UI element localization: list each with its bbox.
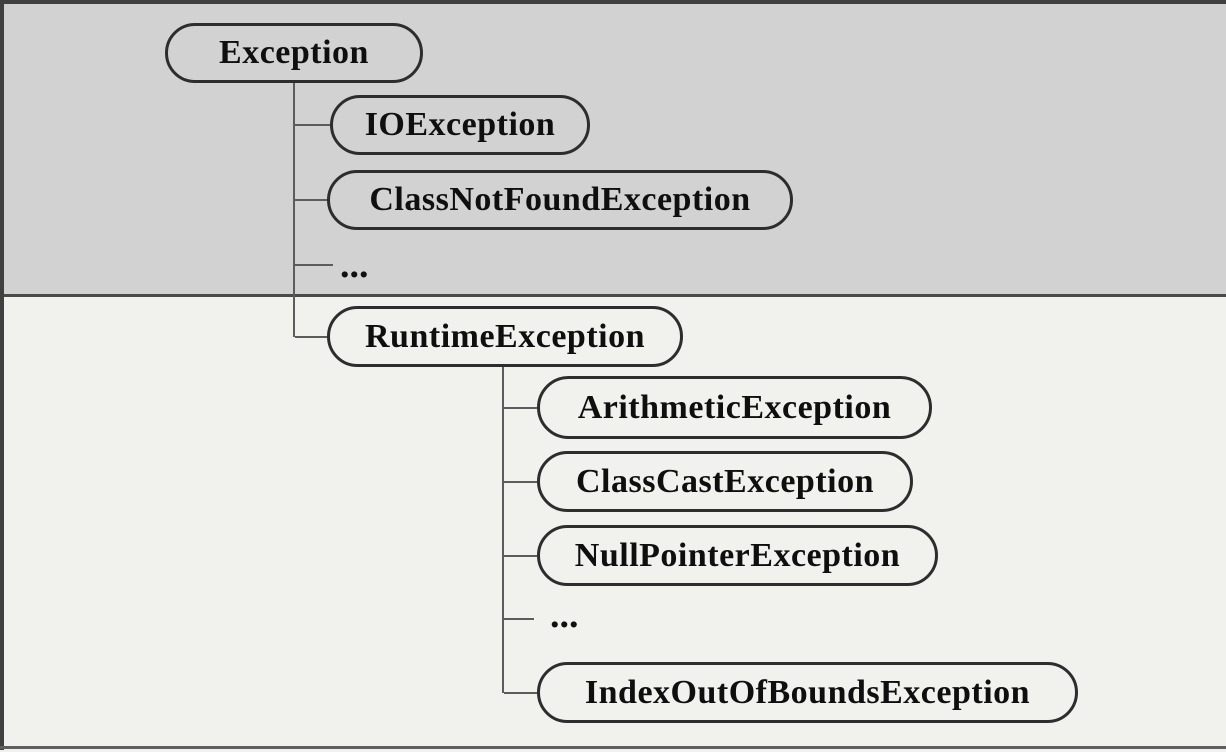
connector-ellipsis-runtime (504, 618, 534, 620)
unchecked-exceptions-section (0, 297, 1226, 752)
node-class-cast-exception: ClassCastException (537, 451, 913, 512)
frame-top-border (0, 0, 1226, 4)
connector-arithmetic-exception (504, 407, 537, 409)
connector-index-out-of-bounds-exception (504, 692, 537, 694)
node-null-pointer-exception: NullPointerException (537, 525, 938, 586)
node-io-exception: IOException (330, 95, 590, 155)
connector-null-pointer-exception (504, 555, 537, 557)
connector-class-not-found-exception (295, 199, 327, 201)
frame-bottom-border (0, 746, 1226, 749)
node-index-out-of-bounds-exception: IndexOutOfBoundsException (537, 662, 1078, 723)
frame-left-border (0, 0, 4, 750)
node-class-not-found-exception: ClassNotFoundException (327, 170, 793, 230)
trunk-line-runtime-exception (502, 367, 504, 693)
ellipsis-checked-exceptions: ... (340, 244, 369, 286)
connector-io-exception (295, 124, 330, 126)
node-exception: Exception (165, 23, 423, 83)
connector-class-cast-exception (504, 481, 537, 483)
connector-runtime-exception (295, 336, 327, 338)
node-arithmetic-exception: ArithmeticException (537, 376, 932, 439)
trunk-line-exception (293, 83, 295, 337)
ellipsis-runtime-exceptions: ... (550, 594, 579, 636)
connector-ellipsis-checked (295, 264, 333, 266)
node-runtime-exception: RuntimeException (327, 306, 683, 367)
checked-exceptions-section (0, 0, 1226, 297)
